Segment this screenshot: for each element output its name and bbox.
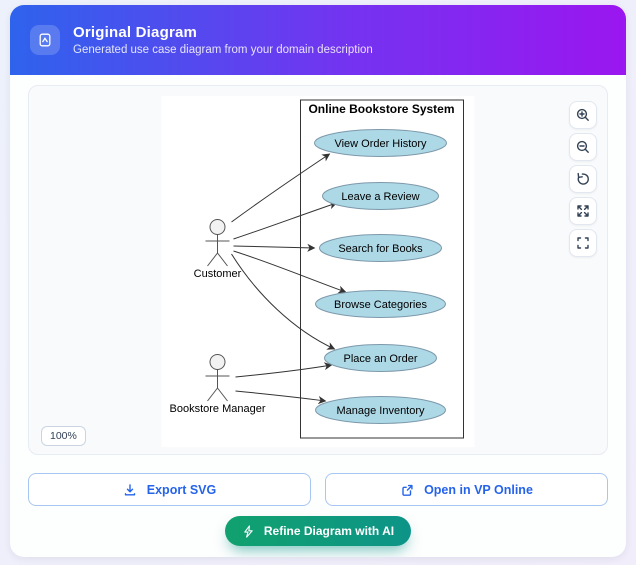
export-svg-button[interactable]: Export SVG: [28, 473, 311, 506]
open-vp-online-button[interactable]: Open in VP Online: [325, 473, 608, 506]
use-case-leave-a-review: Leave a Review: [322, 182, 439, 210]
use-case-label: Place an Order: [344, 353, 418, 365]
actor-customer: Customer: [194, 219, 242, 280]
fit-screen-button[interactable]: [569, 229, 597, 257]
use-case-browse-categories: Browse Categories: [315, 290, 446, 318]
zoom-out-button[interactable]: [569, 133, 597, 161]
use-case-search-for-books: Search for Books: [319, 234, 442, 262]
canvas-toolbar: [569, 101, 597, 257]
use-case-label: Manage Inventory: [336, 405, 425, 417]
reset-view-button[interactable]: [569, 165, 597, 193]
use-case-manage-inventory: Manage Inventory: [315, 396, 446, 424]
diagram-panel: Online Bookstore System View Order Histo…: [28, 85, 608, 455]
actor-label: Customer: [194, 268, 242, 280]
expand-button[interactable]: [569, 197, 597, 225]
refine-diagram-button[interactable]: Refine Diagram with AI: [224, 516, 412, 546]
corner-brackets-icon: [577, 237, 589, 249]
use-case-label: Leave a Review: [341, 191, 419, 203]
use-case-view-order-history: View Order History: [314, 129, 447, 157]
zoom-level-badge: 100%: [41, 426, 86, 446]
zoom-in-button[interactable]: [569, 101, 597, 129]
page-title: Original Diagram: [73, 24, 198, 41]
actor-label: Bookstore Manager: [170, 403, 266, 415]
page-subtitle: Generated use case diagram from your dom…: [73, 44, 373, 56]
arrows-out-icon: [577, 205, 589, 217]
rotate-ccw-icon: [577, 172, 589, 185]
refine-diagram-label: Refine Diagram with AI: [263, 524, 395, 538]
export-svg-label: Export SVG: [146, 482, 217, 497]
external-link-icon: [402, 484, 413, 496]
association-lines: [231, 153, 347, 405]
refine-row: Refine Diagram with AI: [10, 516, 626, 546]
card-header: Original Diagram Generated use case diag…: [10, 5, 626, 75]
use-case-label: View Order History: [334, 138, 427, 150]
magnifier-plus-icon: [576, 108, 589, 121]
actor-bookstore-manager: Bookstore Manager: [170, 354, 266, 415]
magnifier-minus-icon: [576, 140, 589, 153]
header-text-block: Original Diagram Generated use case diag…: [73, 24, 373, 56]
use-case-place-an-order: Place an Order: [324, 344, 437, 372]
download-icon: [124, 483, 135, 495]
open-vp-online-label: Open in VP Online: [424, 482, 533, 497]
use-case-label: Search for Books: [338, 243, 423, 255]
actions-row: Export SVG Open in VP Online: [28, 473, 608, 506]
diagram-canvas[interactable]: Online Bookstore System View Order Histo…: [161, 96, 475, 447]
diagram-icon: [30, 25, 60, 55]
use-case-label: Browse Categories: [334, 299, 427, 311]
original-diagram-card: Original Diagram Generated use case diag…: [10, 5, 626, 557]
system-boundary-title: Online Bookstore System: [308, 102, 454, 116]
lightning-bolt-icon: [244, 524, 253, 538]
